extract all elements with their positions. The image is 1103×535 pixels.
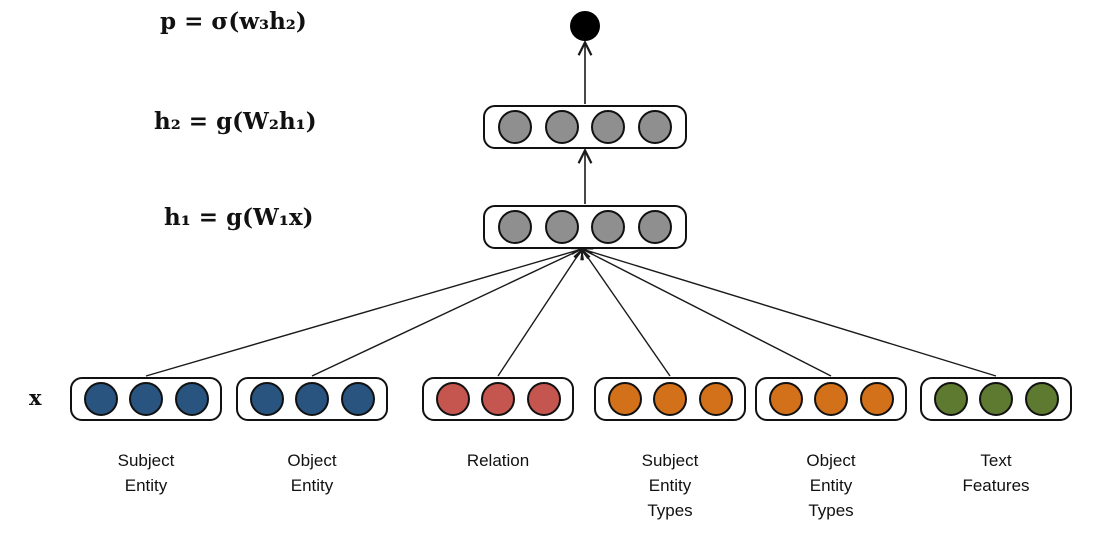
- connection-line-object-entity-types: [582, 249, 832, 377]
- input-group-label-relation: Relation: [466, 451, 530, 470]
- connection-line-text-features: [582, 249, 997, 377]
- connection-line-relation: [497, 249, 582, 377]
- input-node: [814, 382, 848, 416]
- hidden-node: [591, 110, 626, 144]
- input-group-object-entity: [236, 377, 388, 421]
- output-node: [570, 11, 600, 41]
- input-group-label-subject-entity: Subject Entity: [117, 451, 175, 495]
- input-node: [83, 382, 118, 416]
- input-group-label-subject-entity-types: Subject Entity Types: [641, 451, 699, 520]
- input-node: [859, 382, 894, 416]
- input-node: [933, 382, 968, 416]
- input-node: [698, 382, 733, 416]
- formula-hidden-layer-1: h₁ = g(W₁x): [164, 204, 314, 231]
- input-node: [607, 382, 642, 416]
- hidden-node: [638, 110, 673, 144]
- hidden-node: [544, 210, 579, 244]
- hidden-node: [497, 110, 532, 144]
- input-group-label-object-entity: Object Entity: [287, 451, 337, 495]
- input-group-relation: [422, 377, 574, 421]
- input-node: [526, 382, 561, 416]
- input-group-label-object-entity-types: Object Entity Types: [806, 451, 856, 520]
- input-node: [295, 382, 329, 416]
- input-group-label-text-features: Text Features: [962, 451, 1030, 495]
- input-node: [174, 382, 209, 416]
- hidden-node: [544, 110, 579, 144]
- hidden-node: [497, 210, 532, 244]
- formula-hidden-layer-2: h₂ = g(W₂h₁): [154, 108, 317, 135]
- input-node: [340, 382, 375, 416]
- input-node: [1024, 382, 1059, 416]
- input-node: [768, 382, 803, 416]
- hidden-node: [591, 210, 626, 244]
- hidden-layer-h2: [483, 105, 687, 149]
- input-node: [481, 382, 515, 416]
- input-group-subject-entity-types: [594, 377, 746, 421]
- input-group-object-entity-types: [755, 377, 907, 421]
- formula-output-probability: p = σ(w₃h₂): [160, 8, 307, 35]
- input-group-text-features: [920, 377, 1072, 421]
- input-node: [249, 382, 284, 416]
- connection-line-object-entity: [311, 249, 582, 377]
- input-vector-label: x: [29, 385, 42, 410]
- input-group-subject-entity: [70, 377, 222, 421]
- hidden-node: [638, 210, 673, 244]
- connection-line-subject-entity: [145, 249, 582, 377]
- input-node: [653, 382, 687, 416]
- input-node: [129, 382, 163, 416]
- connection-line-subject-entity-types: [582, 249, 671, 377]
- hidden-layer-h1: [483, 205, 687, 249]
- input-node: [979, 382, 1013, 416]
- input-node: [435, 382, 470, 416]
